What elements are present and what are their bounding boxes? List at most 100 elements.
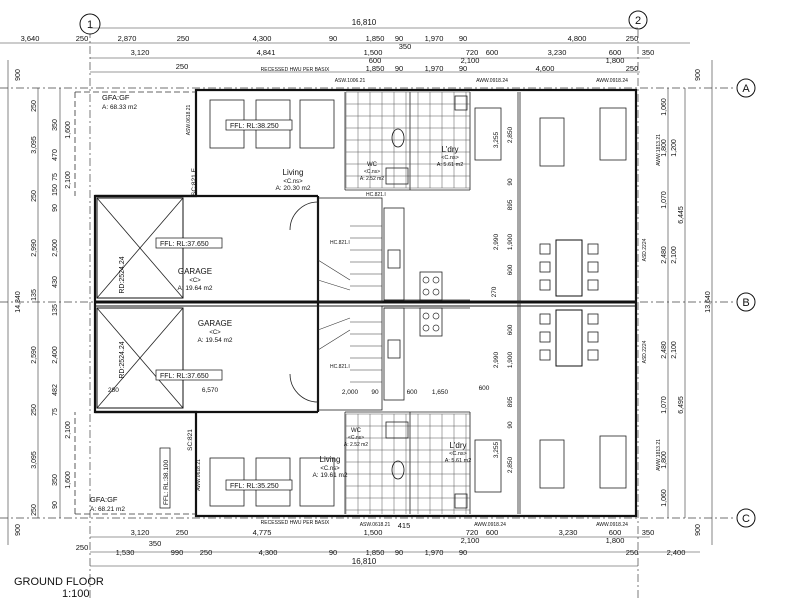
svg-text:A: 68.33 m2: A: 68.33 m2: [102, 104, 137, 111]
svg-text:250: 250: [31, 504, 38, 516]
svg-text:2,590: 2,590: [31, 346, 38, 364]
svg-text:AWW.1813.21: AWW.1813.21: [656, 439, 662, 471]
svg-text:90: 90: [52, 204, 59, 212]
svg-text:90: 90: [329, 34, 337, 43]
svg-text:1,600: 1,600: [65, 121, 72, 139]
svg-text:270: 270: [491, 286, 498, 297]
garage-bottom-name: GARAGE: [198, 319, 232, 328]
svg-text:250: 250: [176, 62, 189, 71]
svg-text:600: 600: [486, 48, 499, 57]
svg-text:1,850: 1,850: [366, 548, 385, 557]
svg-text:1: 1: [87, 19, 93, 31]
svg-text:1,200: 1,200: [671, 139, 678, 157]
svg-text:90: 90: [395, 548, 403, 557]
right-dimensions: 900 13,640 900 6,445 6,495 1,060 1,800 1…: [661, 60, 713, 545]
staircase: [289, 197, 383, 411]
svg-text:A: 20.30 m2: A: 20.30 m2: [275, 185, 310, 192]
svg-text:600: 600: [507, 324, 514, 335]
building-walls: [74, 88, 638, 518]
svg-text:1,900: 1,900: [507, 233, 514, 250]
svg-text:90: 90: [52, 501, 59, 509]
svg-text:C: C: [742, 513, 750, 525]
ffl-side: FFL: RL:38.100: [163, 459, 170, 505]
svg-text:720: 720: [466, 528, 479, 537]
svg-text:895: 895: [507, 199, 514, 210]
svg-text:ASW.1006.21: ASW.1006.21: [335, 78, 366, 84]
svg-text:430: 430: [52, 276, 59, 288]
sc-top: SC:821.E: [191, 167, 198, 195]
svg-text:3,095: 3,095: [31, 136, 38, 154]
svg-text:900: 900: [15, 69, 22, 81]
svg-text:B: B: [742, 297, 749, 309]
svg-text:1,060: 1,060: [661, 98, 668, 116]
kitchen-benches: [383, 207, 470, 401]
svg-text:A: 68.21 m2: A: 68.21 m2: [90, 506, 125, 513]
svg-text:<C>: <C>: [189, 278, 201, 284]
svg-text:2,990: 2,990: [31, 239, 38, 257]
grid-bubble-B: B: [736, 292, 756, 312]
svg-text:250: 250: [76, 34, 89, 43]
svg-text:2: 2: [635, 15, 641, 27]
ldry-bottom-name: L'dry: [449, 441, 466, 450]
svg-text:75: 75: [52, 408, 59, 416]
room-labels: Living <C.ns> A: 20.30 m2 Living <C.ns> …: [90, 93, 471, 513]
svg-text:250: 250: [177, 34, 190, 43]
svg-text:900: 900: [695, 69, 702, 81]
svg-text:2,100: 2,100: [671, 341, 678, 359]
svg-text:1,060: 1,060: [661, 489, 668, 507]
left-dimensions: 900 14,340 900 250 3,095 250 2,990 135 2…: [7, 60, 72, 545]
svg-text:4,775: 4,775: [253, 528, 272, 537]
svg-text:2,480: 2,480: [661, 341, 668, 359]
svg-text:250: 250: [31, 100, 38, 112]
ffl-living-top: FFL: RL:38.250: [230, 123, 279, 130]
svg-text:90: 90: [507, 421, 514, 429]
svg-text:2,400: 2,400: [667, 548, 686, 557]
ffl-garage-bottom: FFL: RL:37.650: [160, 373, 209, 380]
svg-text:350: 350: [642, 48, 655, 57]
svg-text:90: 90: [395, 34, 403, 43]
svg-text:3,095: 3,095: [31, 451, 38, 469]
svg-text:AWW.0918.24: AWW.0918.24: [596, 78, 628, 84]
svg-text:1,850: 1,850: [366, 64, 385, 73]
svg-text:6,570: 6,570: [202, 387, 219, 394]
svg-text:600: 600: [609, 48, 622, 57]
svg-text:AWW.1813.21: AWW.1813.21: [656, 134, 662, 166]
svg-text:3,640: 3,640: [21, 34, 40, 43]
svg-text:1,070: 1,070: [661, 396, 668, 414]
svg-text:150: 150: [52, 184, 59, 196]
dim-415: 415: [398, 521, 411, 530]
sc-bottom: SC:821: [187, 429, 194, 451]
svg-text:HC.821.I: HC.821.I: [330, 364, 350, 370]
svg-text:<C.ns>: <C.ns>: [364, 169, 380, 175]
svg-text:1,500: 1,500: [364, 528, 383, 537]
drawing-title: GROUND FLOOR: [14, 576, 104, 588]
dining-table-bottom: [539, 309, 599, 367]
svg-text:AWW.0918.24: AWW.0918.24: [474, 522, 506, 528]
svg-text:ASW.0618.21: ASW.0618.21: [360, 522, 391, 528]
svg-text:90: 90: [371, 389, 379, 396]
svg-text:90: 90: [459, 64, 467, 73]
svg-text:6,495: 6,495: [678, 396, 685, 414]
svg-text:2,990: 2,990: [493, 233, 500, 250]
svg-text:2,100: 2,100: [65, 171, 72, 189]
svg-text:4,800: 4,800: [568, 34, 587, 43]
svg-text:3,255: 3,255: [493, 131, 500, 148]
svg-text:ASD.2224: ASD.2224: [642, 340, 648, 363]
svg-text:600: 600: [369, 56, 382, 65]
svg-text:1,530: 1,530: [116, 548, 135, 557]
svg-text:<C.ns>: <C.ns>: [441, 155, 459, 161]
svg-text:2,500: 2,500: [52, 239, 59, 257]
svg-text:13,640: 13,640: [705, 291, 712, 313]
svg-text:250: 250: [200, 548, 213, 557]
svg-text:250: 250: [31, 190, 38, 202]
svg-text:A: 19.64 m2: A: 19.64 m2: [177, 285, 212, 292]
svg-text:<C.ns>: <C.ns>: [348, 435, 364, 441]
svg-text:350: 350: [52, 119, 59, 131]
svg-text:135: 135: [31, 289, 38, 301]
wc-bottom-name: WC: [351, 428, 362, 434]
svg-text:A: 2.52 m2: A: 2.52 m2: [360, 176, 384, 182]
svg-text:2,100: 2,100: [65, 421, 72, 439]
drawing-scale: 1:100: [62, 588, 90, 600]
svg-text:3,230: 3,230: [559, 528, 578, 537]
interior-dimensions: 2,850 90 895 1,900 600 270 600 1,900 895…: [108, 126, 514, 473]
